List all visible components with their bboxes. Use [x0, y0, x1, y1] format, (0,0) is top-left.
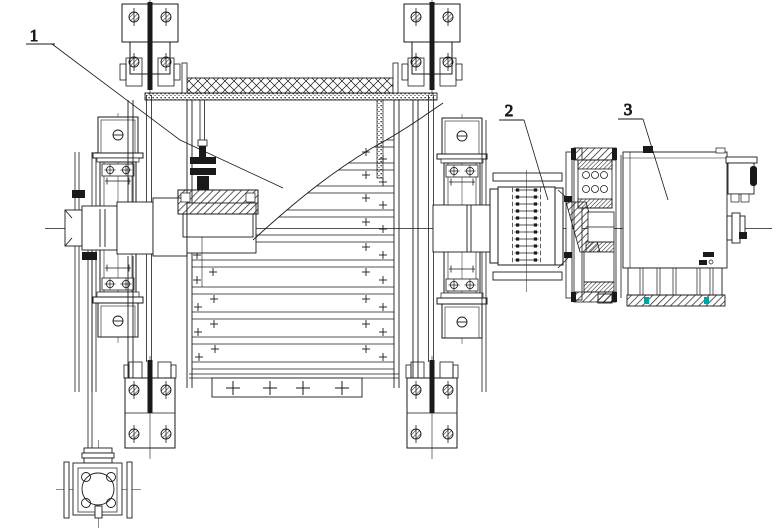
bearing-ball [591, 171, 599, 179]
grease-fitting [190, 139, 216, 190]
callout-3-leader [642, 118, 669, 201]
internal-bearing-unit [177, 100, 259, 287]
callout-2-leader [523, 119, 549, 201]
beam-post-right [392, 62, 399, 94]
motor-shaft-stub [726, 212, 747, 244]
gear-reducer [557, 147, 622, 303]
rope-clamp-top-left [120, 0, 180, 96]
drain-plug [699, 252, 714, 265]
coupling-flange-left [489, 188, 499, 264]
rope-takeoff-curve [252, 102, 444, 241]
pin-coupling [489, 170, 564, 292]
side-bar-right [126, 461, 133, 519]
bearing-ball [582, 171, 590, 179]
flange-bolt-hole [81, 472, 91, 482]
beam-post-left [181, 62, 188, 94]
callout-3-label: 3 [624, 100, 633, 119]
rope-clamp-bottom-left [124, 356, 176, 459]
drum-flange-right [412, 100, 419, 378]
motor-body [622, 151, 728, 269]
wire-rope-outer-left [82, 245, 97, 450]
base-accent-mark [704, 297, 709, 304]
support-beam [144, 62, 438, 101]
motor-skirt [627, 267, 723, 296]
side-bar-left [63, 461, 70, 519]
flange-bore [81, 472, 115, 506]
bearing-ball [600, 185, 608, 193]
rope-clamp-top-right [402, 0, 462, 96]
rope-anchor-flange [56, 440, 141, 528]
flange-bolt-hole [106, 498, 116, 508]
right-frame-post [481, 120, 487, 392]
bearing-ball [591, 185, 599, 193]
motor [597, 146, 758, 307]
gearbox-foot [597, 293, 613, 304]
callout-1-leader [51, 43, 284, 189]
motor-base [626, 294, 726, 307]
callout-1: 1 [26, 26, 284, 189]
rope-clamp-bottom-right [406, 356, 458, 459]
bearing-ball [582, 185, 590, 193]
callout-1-label: 1 [30, 26, 39, 45]
drum-flange-left [127, 100, 134, 378]
coupling-flange-right [554, 187, 564, 266]
rope-section-marks [192, 147, 388, 362]
base-accent-mark [644, 297, 649, 304]
drum-shaft-right [432, 204, 493, 253]
bearing-ball [600, 171, 608, 179]
bearing-hatched-block [177, 189, 259, 215]
callouts: 1 2 3 [26, 26, 669, 201]
drum-shaft-left [64, 197, 188, 257]
callout-2-label: 2 [505, 101, 514, 120]
bearing-housing [182, 213, 254, 238]
callout-2: 2 [499, 101, 549, 201]
callout-3: 3 [618, 100, 669, 201]
rope-clip [82, 252, 97, 260]
rope-section-bar [376, 99, 384, 179]
drum-base-plate [211, 377, 363, 398]
flange-bolt-hole [81, 498, 91, 508]
rope-wraps-lower [189, 234, 399, 379]
grease-line [199, 100, 205, 287]
lifting-eye [643, 146, 653, 153]
flange-bolt-hole [106, 472, 116, 482]
junction-box [725, 156, 758, 203]
cooling-fins [639, 268, 714, 295]
